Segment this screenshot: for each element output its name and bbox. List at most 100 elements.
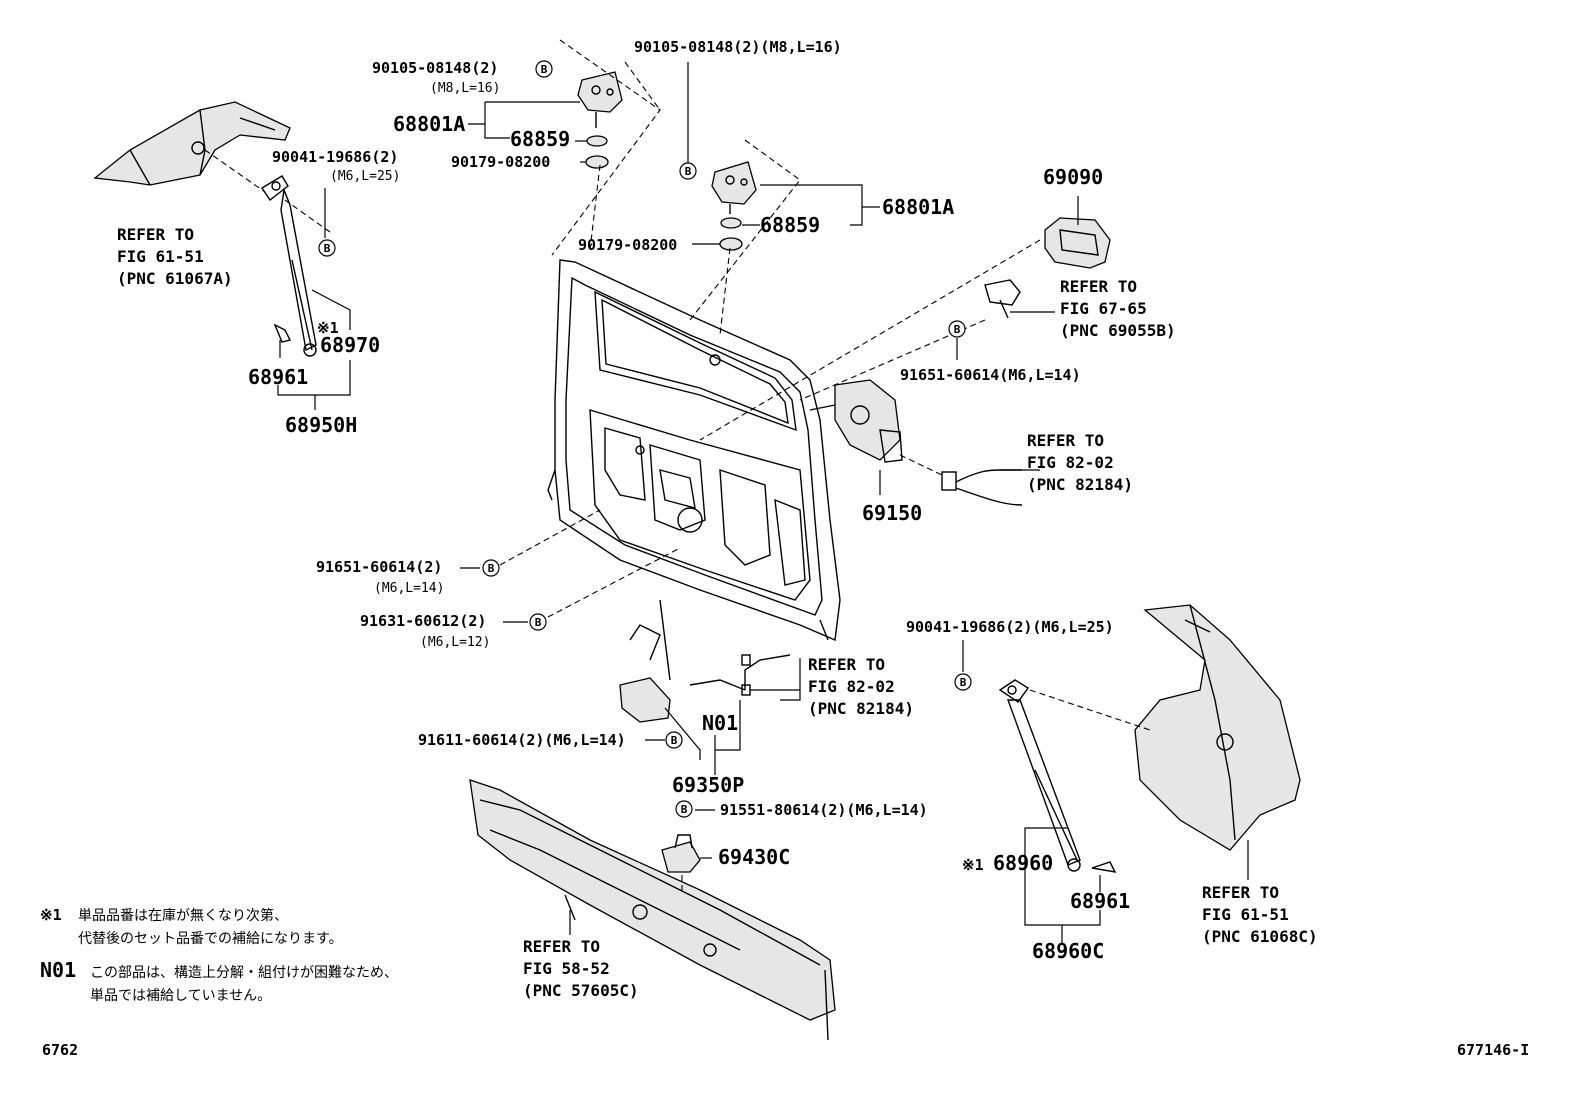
label-91651-60614-b: 91651-60614(2) xyxy=(316,558,442,576)
back-door-panel xyxy=(547,259,841,642)
hinge-right xyxy=(711,161,757,251)
label-68801A-b: 68801A xyxy=(882,195,954,219)
label-91551-80614: 91551-80614(2)(M6,L=14) xyxy=(720,801,928,819)
label-68960C: 68960C xyxy=(1032,939,1104,963)
refer-82184-upper: REFER TO FIG 82-02 (PNC 82184) xyxy=(1027,431,1133,494)
right-body-section xyxy=(1134,604,1301,851)
b-marker-icon: B xyxy=(482,559,500,577)
label-91611-60614: 91611-60614(2)(M6,L=14) xyxy=(418,731,626,749)
footer-left-code: 6762 xyxy=(42,1041,78,1059)
svg-text:REFER TO: REFER TO xyxy=(1060,277,1137,296)
svg-text:REFER TO: REFER TO xyxy=(808,655,885,674)
svg-text:FIG 82-02: FIG 82-02 xyxy=(1027,453,1114,472)
refer-61068C: REFER TO FIG 61-51 (PNC 61068C) xyxy=(1202,883,1318,946)
refer-69055B: REFER TO FIG 67-65 (PNC 69055B) xyxy=(1060,277,1176,340)
refer-blocks: REFER TO FIG 61-51 (PNC 61067A) REFER TO… xyxy=(117,225,1318,1000)
note1-key: ※1 xyxy=(40,906,62,924)
lock-connector xyxy=(941,469,1023,506)
b-marker-icon: B xyxy=(948,320,966,338)
svg-text:REFER TO: REFER TO xyxy=(117,225,194,244)
label-69350P: 69350P xyxy=(672,773,744,797)
svg-text:(PNC 82184): (PNC 82184) xyxy=(1027,475,1133,494)
svg-text:(PNC 82184): (PNC 82184) xyxy=(808,699,914,718)
label-68961-b: 68961 xyxy=(1070,889,1130,913)
label-68961-a: 68961 xyxy=(248,365,308,389)
svg-text:B: B xyxy=(541,63,548,76)
label-68859-b: 68859 xyxy=(760,213,820,237)
upper-left-body-section xyxy=(93,101,291,186)
svg-text:B: B xyxy=(681,803,688,816)
svg-text:B: B xyxy=(535,616,542,629)
note1-line1: 単品品番は在庫が無くなり次第、 xyxy=(78,907,288,924)
note2-line1: この部品は、構造上分解・組付けが困難なため、 xyxy=(90,965,398,981)
svg-text:B: B xyxy=(685,165,692,178)
label-68970: 68970 xyxy=(320,333,380,357)
handle-bracket xyxy=(984,279,1021,319)
b-marker-icon: B xyxy=(954,673,972,691)
label-91651-60614-b-spec: (M6,L=14) xyxy=(374,581,444,596)
label-68960: 68960 xyxy=(993,851,1053,875)
label-91631-60612: 91631-60612(2) xyxy=(360,612,486,630)
label-68859-a: 68859 xyxy=(510,127,570,151)
striker xyxy=(661,834,701,873)
label-90105-08148-a: 90105-08148(2) xyxy=(372,59,498,77)
label-69430C: 69430C xyxy=(718,845,790,869)
label-90105-08148-b: 90105-08148(2)(M8,L=16) xyxy=(634,38,842,56)
b-markers: B B B B B B B B B xyxy=(318,60,972,818)
label-68960-mark: ※1 xyxy=(962,856,984,874)
label-68950H: 68950H xyxy=(285,413,357,437)
label-90179-08200-b: 90179-08200 xyxy=(578,236,677,254)
label-90179-08200-a: 90179-08200 xyxy=(451,153,550,171)
dashed-guides xyxy=(204,39,1151,895)
svg-text:(PNC 57605C): (PNC 57605C) xyxy=(523,981,639,1000)
svg-text:REFER TO: REFER TO xyxy=(1202,883,1279,902)
svg-text:B: B xyxy=(324,242,331,255)
latch-assembly xyxy=(619,599,791,723)
note1-line2: 代替後のセット品番での補給になります。 xyxy=(78,931,343,947)
svg-text:(PNC 61067A): (PNC 61067A) xyxy=(117,269,233,288)
svg-text:FIG 61-51: FIG 61-51 xyxy=(1202,905,1289,924)
svg-text:(PNC 61068C): (PNC 61068C) xyxy=(1202,927,1318,946)
svg-text:REFER TO: REFER TO xyxy=(1027,431,1104,450)
svg-text:B: B xyxy=(671,734,678,747)
b-marker-icon: B xyxy=(679,162,697,180)
label-69150: 69150 xyxy=(862,501,922,525)
svg-text:REFER TO: REFER TO xyxy=(523,937,600,956)
svg-text:FIG 67-65: FIG 67-65 xyxy=(1060,299,1147,318)
note2-key: N01 xyxy=(40,958,76,982)
label-90041-19686-a: 90041-19686(2) xyxy=(272,148,398,166)
label-90041-19686-b: 90041-19686(2)(M6,L=25) xyxy=(906,618,1114,636)
svg-text:(PNC 69055B): (PNC 69055B) xyxy=(1060,321,1176,340)
refer-61067A: REFER TO FIG 61-51 (PNC 61067A) xyxy=(117,225,233,288)
svg-text:B: B xyxy=(954,323,961,336)
b-marker-icon: B xyxy=(535,60,553,78)
label-68970-mark: ※1 xyxy=(317,319,339,337)
part-labels: 90105-08148(2) (M8,L=16) 90105-08148(2)(… xyxy=(248,38,1130,963)
b-marker-icon: B xyxy=(665,731,683,749)
svg-text:B: B xyxy=(960,676,967,689)
label-91631-60612-spec: (M6,L=12) xyxy=(420,635,490,650)
door-lock xyxy=(809,379,903,463)
outside-handle xyxy=(1044,217,1111,269)
refer-57605C: REFER TO FIG 58-52 (PNC 57605C) xyxy=(523,937,639,1000)
label-91651-60614-a: 91651-60614(M6,L=14) xyxy=(900,366,1081,384)
svg-text:FIG 61-51: FIG 61-51 xyxy=(117,247,204,266)
svg-text:FIG 82-02: FIG 82-02 xyxy=(808,677,895,696)
footer-right-code: 677146-I xyxy=(1457,1041,1529,1059)
svg-text:FIG 58-52: FIG 58-52 xyxy=(523,959,610,978)
right-stay-strut xyxy=(998,679,1117,873)
label-90105-08148-a-spec: (M8,L=16) xyxy=(430,81,500,96)
note2-line2: 単品では補給していません。 xyxy=(90,988,271,1004)
leader-lines xyxy=(277,62,1249,945)
label-68801A-a: 68801A xyxy=(393,112,465,136)
b-marker-icon: B xyxy=(675,800,693,818)
hinge-left xyxy=(577,71,623,169)
b-marker-icon: B xyxy=(529,613,547,631)
label-69090: 69090 xyxy=(1043,165,1103,189)
notes: ※1 単品品番は在庫が無くなり次第、 代替後のセット品番での補給になります。 N… xyxy=(40,906,398,1004)
b-marker-icon: B xyxy=(318,239,336,257)
label-N01: N01 xyxy=(702,711,738,735)
label-90041-19686-a-spec: (M6,L=25) xyxy=(330,169,400,184)
